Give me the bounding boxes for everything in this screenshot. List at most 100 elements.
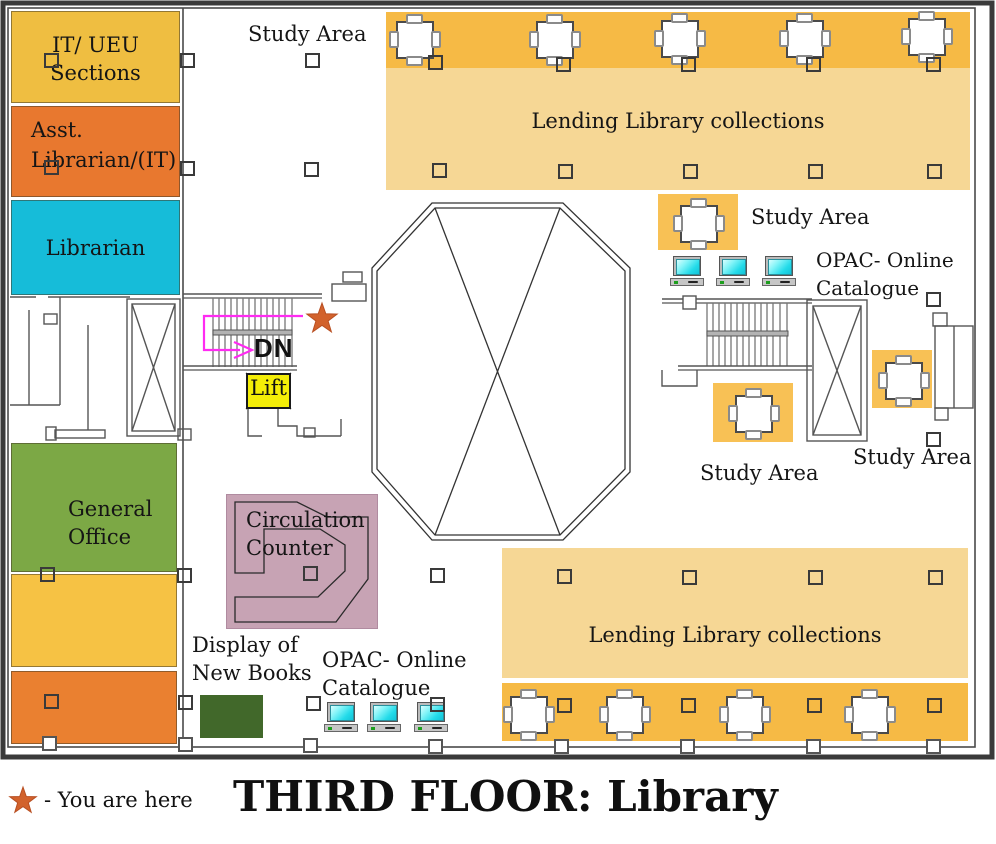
- you-are-here-star: [305, 301, 339, 334]
- chair-icon: [690, 198, 707, 208]
- room-unlabeled-yellow: [11, 574, 177, 667]
- chair-icon: [886, 706, 896, 723]
- column-marker: [680, 739, 695, 754]
- computer-icon: [367, 702, 401, 736]
- chair-icon: [745, 430, 762, 440]
- study-area-label-top: Study Area: [248, 22, 367, 46]
- computer-icon: [762, 256, 796, 290]
- room-it-ueu-sections: IT/ UEU Sections: [11, 11, 180, 103]
- table-icon: [503, 689, 555, 741]
- column-marker: [304, 162, 319, 177]
- keyboard-icon: [414, 724, 448, 732]
- stairs-down-label: DN: [254, 333, 294, 363]
- chair-icon: [920, 372, 930, 389]
- column-marker: [807, 698, 822, 713]
- chair-icon: [895, 355, 912, 365]
- table-icon: [654, 13, 706, 65]
- chair-icon: [599, 706, 609, 723]
- column-marker: [808, 570, 823, 585]
- chair-icon: [616, 731, 633, 741]
- monitor-icon: [327, 702, 355, 722]
- chair-icon: [719, 706, 729, 723]
- column-marker: [926, 739, 941, 754]
- chair-icon: [406, 56, 423, 66]
- room-label: General Office: [68, 497, 153, 549]
- column-marker: [178, 695, 193, 710]
- chair-icon: [431, 31, 441, 48]
- column-marker: [177, 568, 192, 583]
- table-icon: [878, 355, 930, 407]
- chair-icon: [770, 405, 780, 422]
- keyboard-icon: [367, 724, 401, 732]
- opac-label-right: OPAC- Online Catalogue: [816, 248, 954, 300]
- column-marker: [306, 696, 321, 711]
- opac-label-bottom: OPAC- Online Catalogue: [322, 648, 467, 700]
- chair-icon: [943, 28, 953, 45]
- chair-icon: [736, 689, 753, 699]
- chair-icon: [545, 706, 555, 723]
- display-new-books-label: Display of New Books: [192, 633, 312, 685]
- left-lift-shaft: [126, 298, 181, 437]
- keyboard-icon: [670, 278, 704, 286]
- right-stairs: [661, 295, 812, 387]
- column-marker: [432, 163, 447, 178]
- chair-icon: [546, 14, 563, 24]
- room-general-office: General Office: [11, 443, 177, 572]
- table-icon: [779, 13, 831, 65]
- chair-icon: [844, 706, 854, 723]
- column-marker: [42, 736, 57, 751]
- chair-icon: [654, 30, 664, 47]
- study-area-label-center: Study Area: [700, 461, 819, 485]
- chair-icon: [728, 405, 738, 422]
- column-marker: [926, 57, 941, 72]
- utility-walls: [10, 296, 192, 441]
- chair-icon: [796, 13, 813, 23]
- chair-icon: [503, 706, 513, 723]
- chair-icon: [690, 240, 707, 250]
- chair-icon: [901, 28, 911, 45]
- room-label: Librarian: [45, 236, 146, 260]
- room-librarian: Librarian: [11, 200, 180, 295]
- monitor-icon: [719, 256, 747, 276]
- column-marker: [178, 737, 193, 752]
- chair-icon: [641, 706, 651, 723]
- table-icon: [901, 11, 953, 63]
- monitor-icon: [673, 256, 701, 276]
- column-marker: [682, 570, 697, 585]
- lift-label: Lift: [250, 376, 287, 400]
- chair-icon: [918, 11, 935, 21]
- table-icon: [844, 689, 896, 741]
- column-marker: [305, 53, 320, 68]
- column-marker: [927, 698, 942, 713]
- table-icon: [389, 14, 441, 66]
- column-marker: [44, 53, 59, 68]
- column-marker: [808, 164, 823, 179]
- chair-icon: [761, 706, 771, 723]
- right-lift-shaft: [806, 299, 868, 442]
- column-marker: [928, 570, 943, 585]
- chair-icon: [406, 14, 423, 24]
- column-marker: [927, 164, 942, 179]
- chair-icon: [696, 30, 706, 47]
- column-marker: [806, 739, 821, 754]
- column-marker: [681, 698, 696, 713]
- chair-icon: [520, 689, 537, 699]
- chair-icon: [895, 397, 912, 407]
- keyboard-icon: [324, 724, 358, 732]
- legend-you-are-here: - You are here: [44, 788, 193, 812]
- left-stairs: [183, 293, 322, 371]
- room-asst-librarian: Asst. Librarian/(IT): [11, 106, 180, 197]
- chair-icon: [671, 13, 688, 23]
- table-icon: [728, 388, 780, 440]
- chair-icon: [571, 31, 581, 48]
- column-marker: [428, 739, 443, 754]
- computer-icon: [716, 256, 750, 290]
- study-area-label-top-right: Study Area: [751, 205, 870, 229]
- computer-icon: [324, 702, 358, 736]
- column-marker: [558, 164, 573, 179]
- column-marker: [681, 57, 696, 72]
- column-marker: [44, 160, 59, 175]
- column-marker: [806, 57, 821, 72]
- computer-icon: [670, 256, 704, 290]
- column-marker: [430, 568, 445, 583]
